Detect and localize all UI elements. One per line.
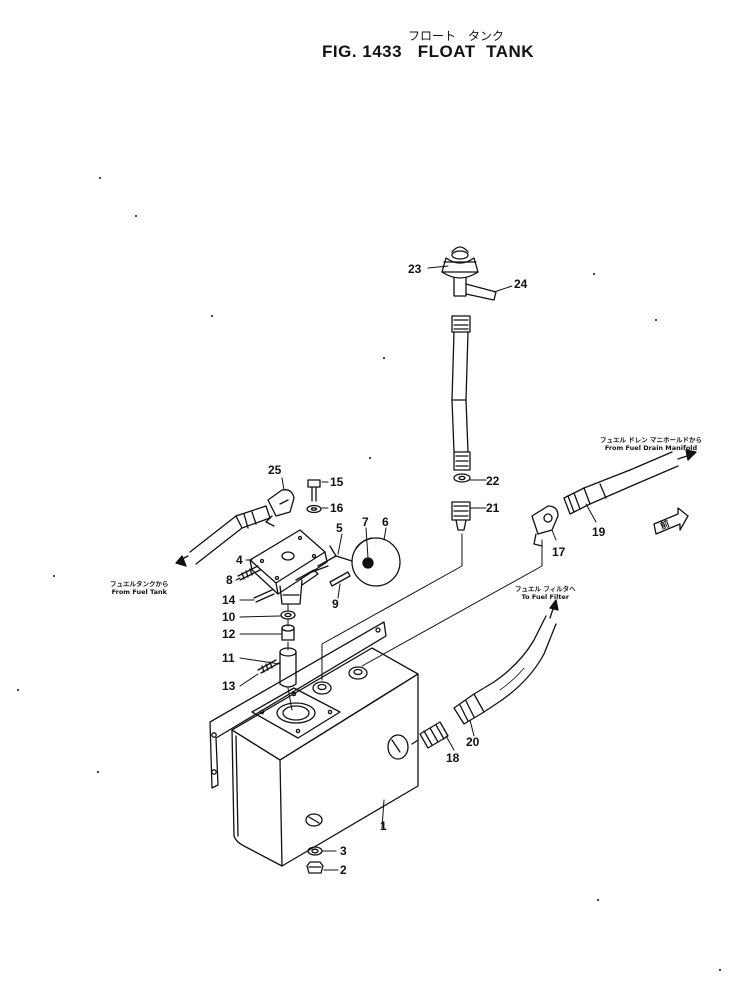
spacer bbox=[281, 624, 295, 641]
arrow-from-drain-manifold bbox=[677, 449, 697, 461]
figure-title: FIG. 1433 FLOAT TANK bbox=[322, 42, 535, 61]
arrow-from-fuel-tank bbox=[175, 555, 189, 567]
drain-plug bbox=[306, 861, 324, 874]
pin bbox=[329, 571, 351, 587]
return-hose-fitting bbox=[563, 451, 679, 515]
bolt bbox=[307, 479, 321, 502]
screw-8 bbox=[237, 565, 261, 581]
float-tank-body bbox=[209, 621, 419, 867]
part-number-25: 25 bbox=[268, 463, 282, 477]
note-to-fuel-filter: フュエル フィルタヘ To Fuel Filter bbox=[515, 585, 576, 601]
part-number-17: 17 bbox=[552, 545, 566, 559]
part-number-14: 14 bbox=[222, 593, 236, 607]
hose-adapter-22 bbox=[453, 473, 471, 483]
part-number-7: 7 bbox=[362, 515, 369, 529]
fuel-tank-hose bbox=[189, 505, 271, 565]
part-number-20: 20 bbox=[466, 735, 480, 749]
part-number-21: 21 bbox=[486, 501, 500, 515]
float-arm bbox=[317, 545, 353, 567]
part-number-3: 3 bbox=[340, 844, 347, 858]
part-number-22: 22 bbox=[486, 474, 500, 488]
part-number-24: 24 bbox=[514, 277, 528, 291]
hose-end-20 bbox=[453, 681, 503, 725]
part-number-23: 23 bbox=[408, 262, 422, 276]
part-number-10: 10 bbox=[222, 610, 236, 624]
o-ring bbox=[280, 610, 296, 620]
part-number-16: 16 bbox=[330, 501, 344, 515]
float-switch-cover bbox=[249, 529, 329, 605]
note-from-drain-manifold: フュエル ドレン マニホールドから From Fuel Drain Manifo… bbox=[600, 436, 703, 452]
float-ball-nut bbox=[362, 557, 374, 569]
elbow-fitting bbox=[265, 489, 295, 527]
guide-pipe bbox=[279, 647, 297, 688]
connector-18 bbox=[411, 721, 449, 749]
drain-washer bbox=[307, 846, 323, 856]
note-from-fuel-tank: フュエルタンクから From Fuel Tank bbox=[110, 580, 169, 596]
part-number-19: 19 bbox=[592, 525, 606, 539]
part-number-5: 5 bbox=[336, 521, 343, 535]
part-number-15: 15 bbox=[330, 475, 344, 489]
filter-hose bbox=[493, 615, 557, 701]
part-number-4: 4 bbox=[236, 553, 243, 567]
front-marker-label: 前 bbox=[658, 517, 670, 531]
overflow-hose bbox=[451, 315, 471, 471]
part-number-8: 8 bbox=[226, 573, 233, 587]
breather-bracket bbox=[465, 283, 497, 301]
screw-14 bbox=[253, 589, 275, 603]
part-number-6: 6 bbox=[382, 515, 389, 529]
part-numbers: 23 24 22 21 25 15 16 5 7 6 4 8 14 9 10 1… bbox=[222, 262, 671, 877]
front-direction-arrow bbox=[653, 507, 689, 535]
scan-specks bbox=[17, 177, 721, 971]
leader-lines bbox=[235, 265, 597, 871]
part-number-11: 11 bbox=[222, 651, 235, 665]
arrow-to-fuel-filter bbox=[549, 599, 559, 619]
assembly-lines bbox=[287, 533, 543, 711]
part-number-18: 18 bbox=[446, 751, 460, 765]
part-number-12: 12 bbox=[222, 627, 236, 641]
float-ball bbox=[351, 537, 401, 587]
part-number-2: 2 bbox=[340, 863, 347, 877]
part-number-1: 1 bbox=[380, 819, 387, 833]
part-number-13: 13 bbox=[222, 679, 236, 693]
breather-cap bbox=[441, 246, 479, 297]
part-number-9: 9 bbox=[332, 597, 339, 611]
return-elbow bbox=[531, 505, 559, 547]
title-japanese: フロート タンク bbox=[408, 29, 505, 43]
bolt-washer bbox=[306, 504, 322, 514]
hose-adapter-21 bbox=[451, 501, 471, 531]
